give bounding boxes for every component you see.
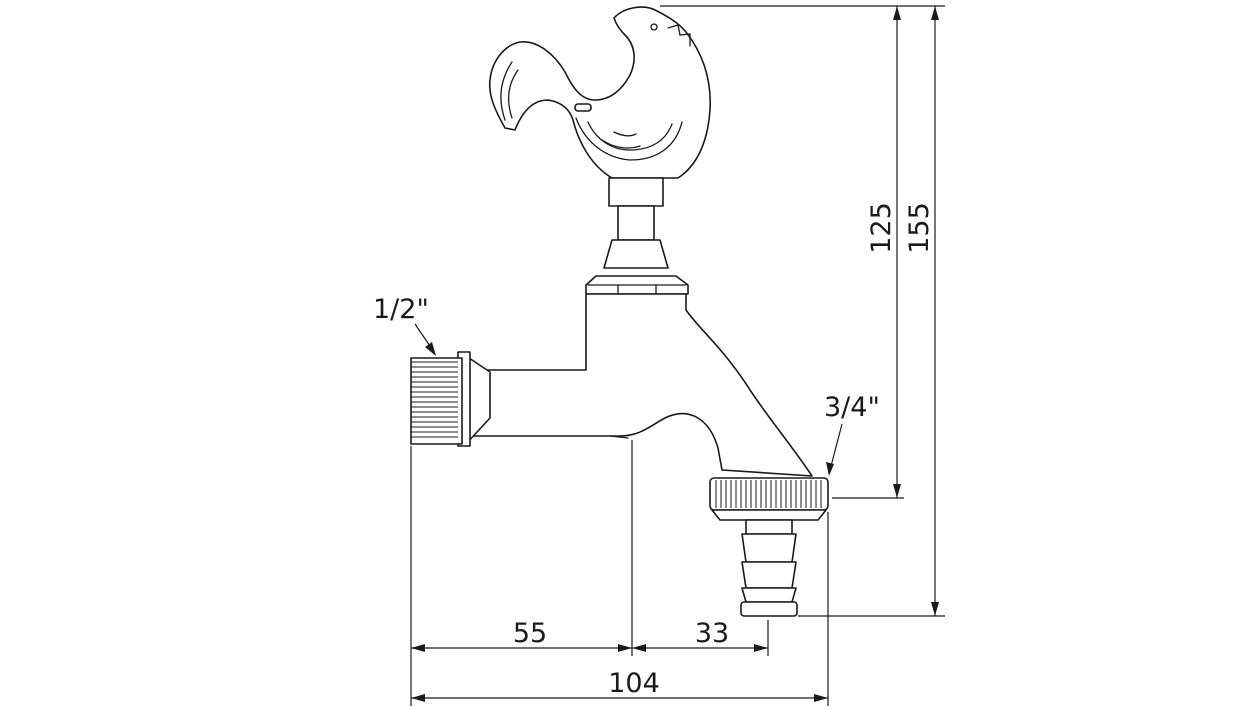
callout-outlet-thread: 3/4" — [824, 392, 880, 476]
dimension-55: 55 — [411, 618, 632, 652]
outlet-nut — [709, 477, 829, 521]
dimension-label-55: 55 — [513, 618, 547, 649]
tap-body — [467, 293, 813, 477]
dimension-label-104: 104 — [608, 668, 660, 699]
inlet-thread-label: 1/2" — [373, 294, 429, 325]
rooster-anchor-marker — [574, 103, 592, 112]
inlet-thread — [410, 351, 491, 447]
rooster-handle — [488, 6, 711, 179]
callout-inlet-thread: 1/2" — [373, 294, 436, 356]
dimension-label-33: 33 — [695, 618, 729, 649]
dimension-label-125: 125 — [866, 202, 897, 254]
dimension-label-155: 155 — [904, 202, 935, 254]
hose-tail — [740, 519, 798, 617]
dimension-104: 104 — [411, 668, 828, 702]
dimension-33: 33 — [632, 618, 768, 652]
spindle-assembly — [585, 177, 689, 295]
dimension-155: 155 — [904, 6, 939, 616]
outlet-thread-label: 3/4" — [824, 392, 880, 423]
dimension-125: 125 — [866, 6, 901, 498]
